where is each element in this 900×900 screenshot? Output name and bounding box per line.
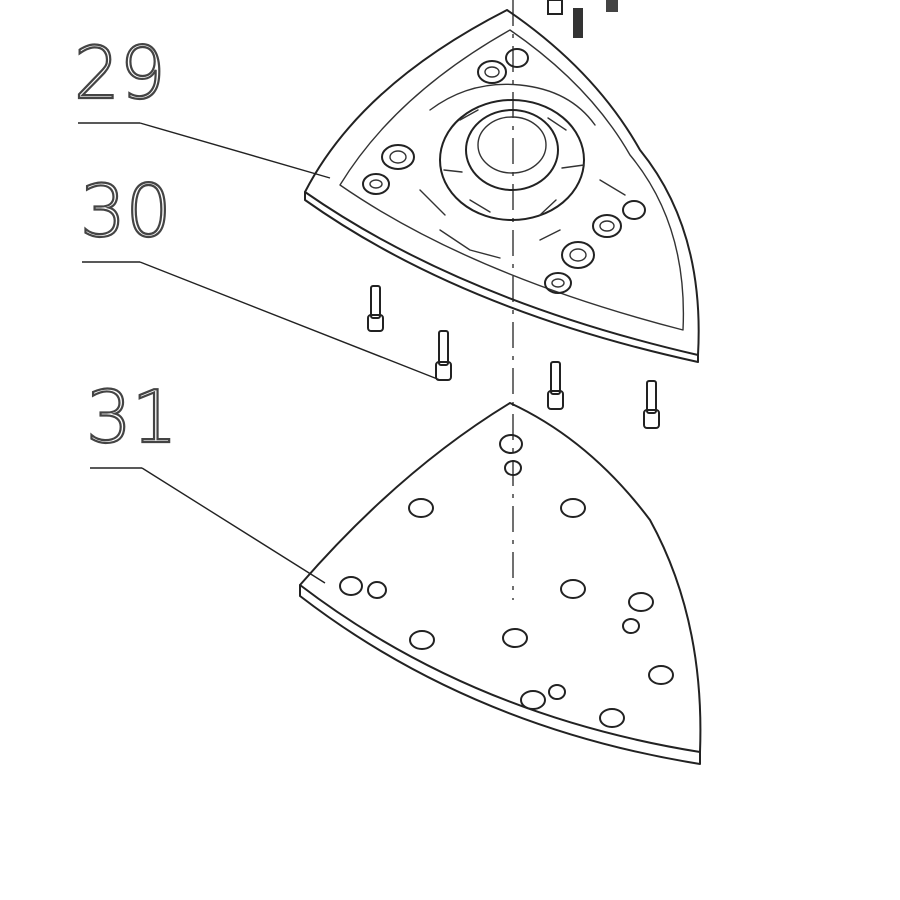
boss-support-rib — [429, 83, 596, 126]
housing-outline — [304, 9, 700, 356]
callout-31-leader — [141, 467, 326, 584]
screw-4 — [643, 380, 660, 429]
central-boss-ribs — [443, 109, 585, 216]
callout-31: 31 — [85, 374, 326, 584]
top-fasteners — [547, 0, 618, 38]
callout-29-number: 29 — [74, 31, 166, 115]
mounting-boss-top — [477, 48, 529, 84]
callout-30-leader — [139, 261, 441, 381]
sanding-pad — [299, 402, 702, 765]
screw-1 — [367, 285, 384, 332]
callout-29: 29 — [73, 30, 331, 179]
sanding-pad-dust-holes — [339, 434, 674, 728]
callout-30: 30 — [79, 168, 441, 381]
central-boss-bore — [477, 116, 547, 174]
top-screw-2 — [606, 0, 618, 12]
sanding-pad-edge — [299, 584, 701, 765]
screw-3 — [547, 361, 564, 410]
screw-set — [367, 285, 660, 429]
housing-edge — [304, 191, 699, 363]
housing-internal-webs — [419, 179, 626, 259]
screw-2 — [435, 330, 452, 381]
base-plate-housing — [304, 9, 700, 363]
mounting-boss-left — [362, 144, 415, 195]
mounting-boss-right — [592, 200, 646, 238]
mounting-boss-bottom — [544, 241, 595, 294]
callout-31-number: 31 — [86, 375, 178, 459]
central-boss-outer — [439, 99, 585, 221]
housing-inner-rim — [339, 29, 685, 331]
callout-30-number: 30 — [80, 169, 172, 253]
central-boss-inner — [465, 109, 559, 191]
top-nut-1 — [547, 0, 563, 15]
top-screw-1 — [573, 8, 583, 38]
callout-29-leader — [139, 122, 331, 179]
sanding-pad-outline — [299, 402, 702, 753]
